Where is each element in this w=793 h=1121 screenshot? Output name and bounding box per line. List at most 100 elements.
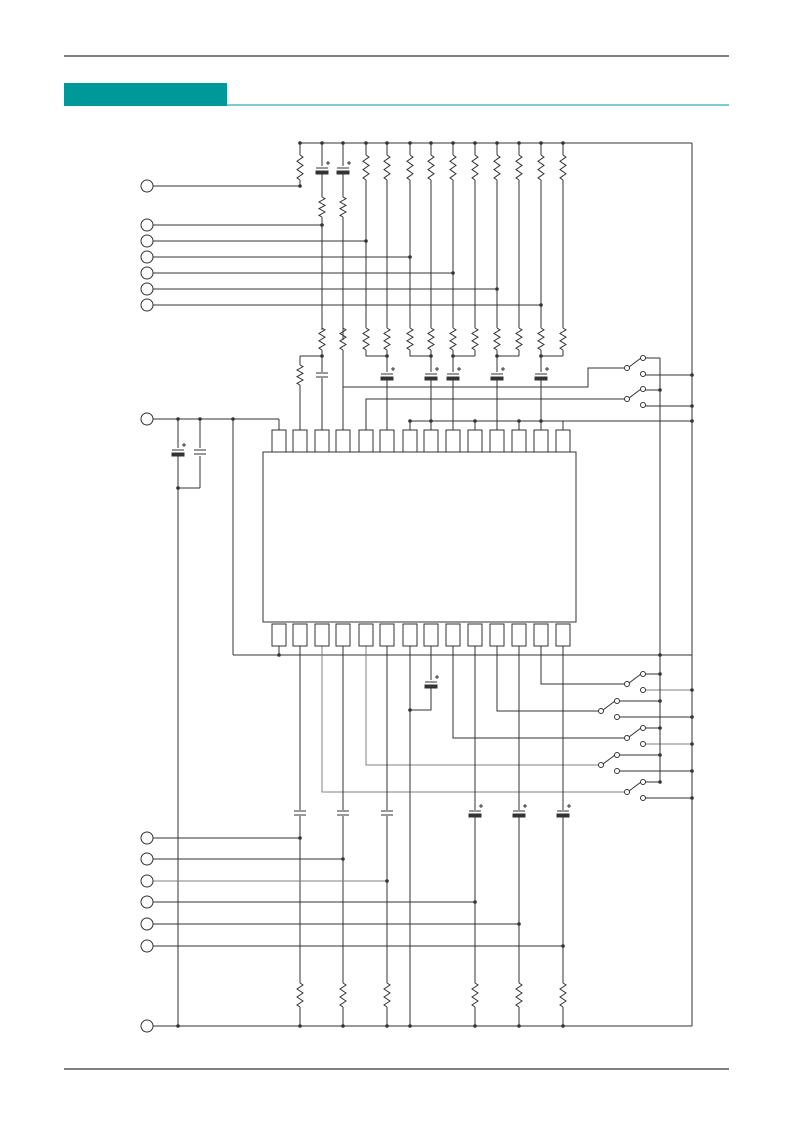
- resistor: [427, 327, 435, 351]
- components: [140, 154, 646, 1033]
- junction-dot: [539, 303, 543, 307]
- resistor: [296, 982, 304, 1008]
- ground-terminal: [140, 1019, 154, 1033]
- junction-dot: [539, 354, 543, 358]
- output-terminal: [140, 939, 154, 953]
- ic-pin-bottom: [402, 623, 418, 647]
- junction-dot: [690, 742, 694, 746]
- wire: [410, 688, 432, 711]
- junction-dot: [495, 141, 499, 145]
- junction-dot: [364, 239, 368, 243]
- electrolytic-capacitor: [315, 161, 330, 175]
- junction-dot: [658, 672, 662, 676]
- capacitor: [316, 372, 328, 378]
- ic-pin-bottom: [271, 623, 287, 647]
- resistor: [427, 154, 435, 181]
- junction-dot: [408, 419, 412, 423]
- ic-pin-bottom: [555, 623, 571, 647]
- input-terminal: [140, 266, 154, 280]
- resistor: [339, 327, 347, 351]
- resistor: [406, 154, 414, 181]
- electrolytic-capacitor: [336, 161, 351, 175]
- ic-pin-top: [292, 429, 308, 453]
- resistor: [362, 154, 370, 181]
- junction-dot: [690, 796, 694, 800]
- ic-pin-top: [445, 429, 461, 453]
- ic-pin-bottom: [358, 623, 374, 647]
- resistor: [559, 982, 567, 1008]
- junction-dot: [176, 1024, 180, 1028]
- resistor: [493, 327, 501, 351]
- junction-dot: [658, 388, 662, 392]
- junction-dot: [473, 900, 477, 904]
- junction-dot: [690, 419, 694, 423]
- junction-dot: [298, 1024, 302, 1028]
- ic-pin-top: [314, 429, 330, 453]
- junction-dot: [517, 419, 521, 423]
- resistor: [471, 327, 479, 351]
- resistor: [295, 364, 305, 386]
- junction-dot: [320, 141, 324, 145]
- output-terminal: [140, 852, 154, 866]
- electrolytic-capacitor: [171, 443, 186, 457]
- junction-dot: [473, 1024, 477, 1028]
- ic-pin-bottom: [489, 623, 505, 647]
- electrolytic-capacitor: [424, 675, 439, 689]
- resistor: [318, 327, 326, 351]
- ic-pin-bottom: [467, 623, 483, 647]
- junction-dot: [341, 857, 345, 861]
- junction-dot: [320, 354, 324, 358]
- resistor: [471, 154, 479, 181]
- junction-dot: [561, 141, 565, 145]
- ic-pin-bottom: [314, 623, 330, 647]
- ic-pin-top: [271, 429, 287, 453]
- ic-pin-top: [489, 429, 505, 453]
- switch: [624, 671, 646, 693]
- resistor: [559, 327, 567, 351]
- input-terminal: [140, 179, 154, 193]
- wire: [452, 646, 627, 739]
- junction-dot: [408, 708, 412, 712]
- resistor: [493, 154, 501, 181]
- input-terminal: [140, 218, 154, 232]
- resistor: [317, 196, 327, 218]
- input-terminal: [140, 282, 154, 296]
- junction-dot: [198, 417, 202, 421]
- wire: [409, 350, 431, 357]
- switch: [598, 698, 620, 720]
- wire: [496, 646, 601, 712]
- junction-dot: [495, 354, 499, 358]
- resistor: [449, 154, 457, 181]
- electrolytic-capacitor: [512, 804, 527, 818]
- resistor: [383, 982, 391, 1008]
- junction-dot: [429, 141, 433, 145]
- electrolytic-capacitor: [446, 367, 461, 381]
- junction-dot: [176, 486, 180, 490]
- junction-dot: [451, 141, 455, 145]
- resistor: [515, 327, 523, 351]
- switch: [598, 752, 620, 774]
- junction-dot: [429, 354, 433, 358]
- input-terminal: [140, 298, 154, 312]
- ic-pin-top: [335, 429, 351, 453]
- junction-dot: [451, 271, 455, 275]
- electrolytic-capacitor: [534, 367, 549, 381]
- capacitor: [337, 810, 349, 816]
- junction-dot: [298, 836, 302, 840]
- junction-dot: [231, 417, 235, 421]
- junction-dot: [539, 141, 543, 145]
- ic-pin-top: [379, 429, 395, 453]
- capacitor: [294, 810, 306, 816]
- ic-pin-top: [533, 429, 549, 453]
- resistor: [515, 982, 523, 1008]
- resistor: [383, 327, 391, 351]
- junction-dot: [517, 141, 521, 145]
- supply-terminal: [140, 412, 154, 426]
- junction-dot: [690, 715, 694, 719]
- junction-dot: [517, 922, 521, 926]
- junction-dot: [690, 373, 694, 377]
- junction-dot: [176, 417, 180, 421]
- ic-pin-bottom: [292, 623, 308, 647]
- junction-dot: [658, 780, 662, 784]
